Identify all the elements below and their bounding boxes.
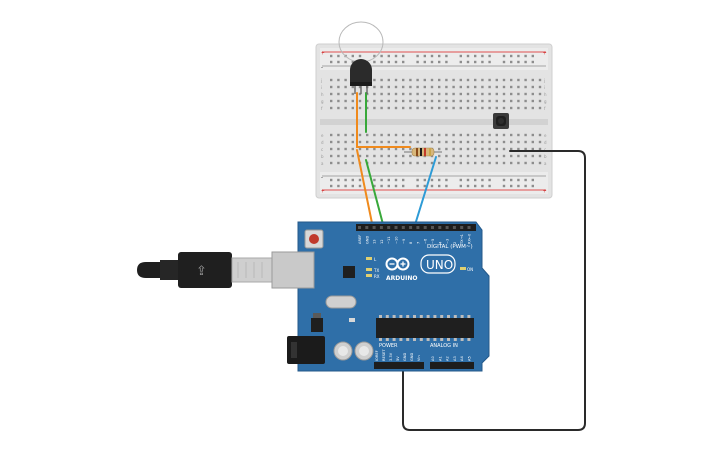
- temperature-sensor[interactable]: [338, 21, 384, 94]
- pin-label: A2: [446, 356, 450, 361]
- pin-label: GND: [403, 353, 407, 361]
- pin-label: A3: [453, 356, 457, 361]
- analog-header: [430, 362, 474, 369]
- wire-black[interactable]: [402, 150, 586, 431]
- rail-minus-top: -: [321, 65, 323, 71]
- pin-label: ~6: [424, 238, 428, 244]
- row-letter: e: [544, 133, 547, 138]
- board-model: UNO: [426, 258, 453, 272]
- arduino-brand: ARDUINO: [386, 275, 417, 282]
- pin-label: AREF: [358, 235, 362, 244]
- pin-label: 8: [409, 241, 413, 244]
- led-rx-label: RX: [374, 274, 380, 279]
- row-letter: d: [321, 140, 324, 145]
- row-letter: a: [321, 161, 324, 166]
- row-letter: h: [321, 92, 324, 97]
- wire-blue[interactable]: [413, 156, 437, 229]
- pin-label: 7: [416, 242, 420, 244]
- row-letter: g: [544, 99, 547, 104]
- pin-label: GND: [410, 353, 414, 361]
- pin-label: 12: [380, 239, 384, 244]
- pin-label: ~5: [431, 239, 435, 244]
- power-header-label: POWER: [379, 343, 398, 349]
- row-letter: f: [321, 106, 323, 111]
- pin-label: ~10: [395, 236, 399, 244]
- wire-green[interactable]: [365, 92, 385, 229]
- rail-plus-top: +: [321, 51, 325, 57]
- voltage-regulator: [311, 318, 323, 332]
- row-letter: d: [544, 140, 547, 145]
- row-letter: b: [321, 154, 324, 159]
- on-led-label: ON: [467, 267, 473, 272]
- usb-chip: [343, 266, 355, 278]
- digital-header-label: DIGITAL (PWM~): [427, 244, 473, 250]
- pin-label: ~9: [402, 238, 406, 244]
- atmega-chip: [376, 318, 474, 338]
- row-letter: g: [321, 99, 324, 104]
- pin-label: ~11: [387, 236, 391, 244]
- row-letter: a: [544, 161, 547, 166]
- pin-label: 4: [438, 241, 442, 244]
- row-letter: f: [544, 106, 546, 111]
- pin-label: 5V: [396, 356, 400, 361]
- row-letter: c: [321, 147, 323, 152]
- row-letter: b: [544, 154, 547, 159]
- pin-label: A1: [438, 356, 442, 361]
- row-letter: j: [320, 78, 322, 83]
- pin-label: A4: [460, 356, 464, 361]
- pin-label: A5: [468, 356, 472, 361]
- digital-header: [356, 224, 476, 231]
- pin-label: TX→1: [460, 234, 464, 245]
- pin-label: A0: [431, 356, 435, 361]
- row-letter: c: [544, 147, 546, 152]
- pin-label: ~3: [446, 239, 450, 244]
- pin-label: Vin: [417, 355, 421, 361]
- row-letter: i: [321, 85, 322, 90]
- row-letter: j: [543, 78, 545, 83]
- crystal: [325, 295, 357, 309]
- row-letter: h: [544, 92, 547, 97]
- rail-plus-top-right: +: [543, 51, 547, 57]
- usb-port: [271, 251, 315, 289]
- arduino-logo: [385, 257, 410, 271]
- pin-label: GND: [365, 236, 369, 244]
- arduino-uno-board[interactable]: L TX RX ON ARDUINO UNO DIGITAL (PWM~) PO…: [271, 221, 490, 372]
- row-letter: e: [321, 133, 324, 138]
- led-l-label: L: [374, 257, 377, 262]
- pin-label: 13: [373, 239, 377, 244]
- pin-label: 2: [453, 242, 457, 244]
- pin-label: IOREF: [375, 350, 379, 361]
- rail-plus-bottom: +: [321, 189, 325, 195]
- pin-label: RESET: [382, 349, 386, 361]
- rail-minus-bottom: -: [321, 175, 323, 181]
- pin-label: RX←0: [468, 233, 472, 244]
- rail-plus-bottom-right: +: [543, 189, 547, 195]
- pin-label: 3.3V: [389, 352, 393, 361]
- usb-cable[interactable]: ⇪: [137, 252, 273, 288]
- wire-orange[interactable]: [356, 92, 411, 229]
- pushbutton[interactable]: [493, 113, 509, 129]
- led-tx-label: TX: [373, 268, 379, 273]
- power-header: [374, 362, 424, 369]
- resistor[interactable]: [404, 147, 442, 157]
- row-letter: i: [544, 85, 545, 90]
- analog-header-label: ANALOG IN: [430, 343, 458, 349]
- usb-icon: ⇪: [196, 263, 207, 278]
